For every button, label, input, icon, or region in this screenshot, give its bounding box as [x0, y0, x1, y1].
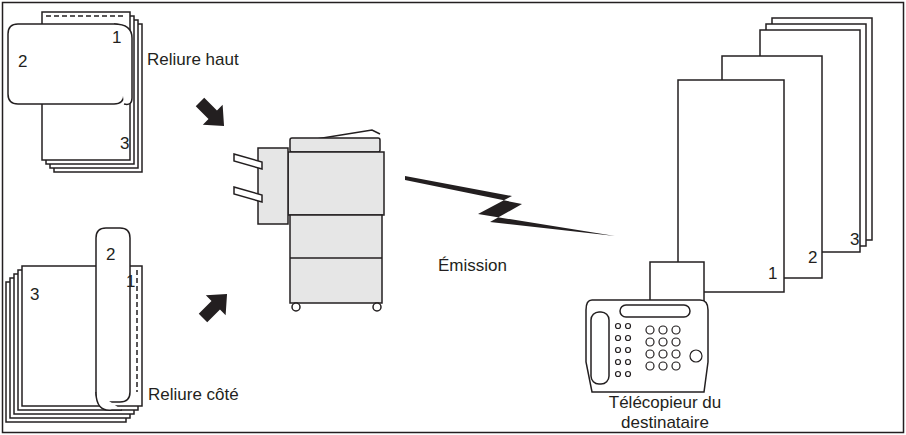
received-pages	[678, 18, 872, 292]
transmission-bolt	[405, 176, 615, 236]
binding-label: Reliure côté	[148, 385, 239, 405]
transmission-label: Émission	[438, 256, 507, 276]
device-label: Télécopieur du destinataire	[580, 393, 750, 433]
feed-arrow	[190, 92, 234, 136]
top-bound-stack	[8, 12, 142, 172]
side-bound-stack	[6, 228, 142, 422]
page-number: 2	[106, 245, 115, 265]
frame	[3, 3, 904, 433]
page-number: 2	[18, 52, 27, 72]
page-number: 1	[112, 28, 121, 48]
copier	[234, 130, 384, 311]
page-number: 3	[120, 134, 129, 154]
page-number: 3	[850, 230, 859, 250]
page-number: 2	[808, 248, 817, 268]
binding-label: Reliure haut	[147, 50, 239, 70]
page-number: 1	[768, 264, 777, 284]
page-number: 1	[126, 272, 135, 292]
page-number: 3	[30, 285, 39, 305]
feed-arrow	[193, 284, 237, 328]
fax-machine	[586, 262, 708, 392]
